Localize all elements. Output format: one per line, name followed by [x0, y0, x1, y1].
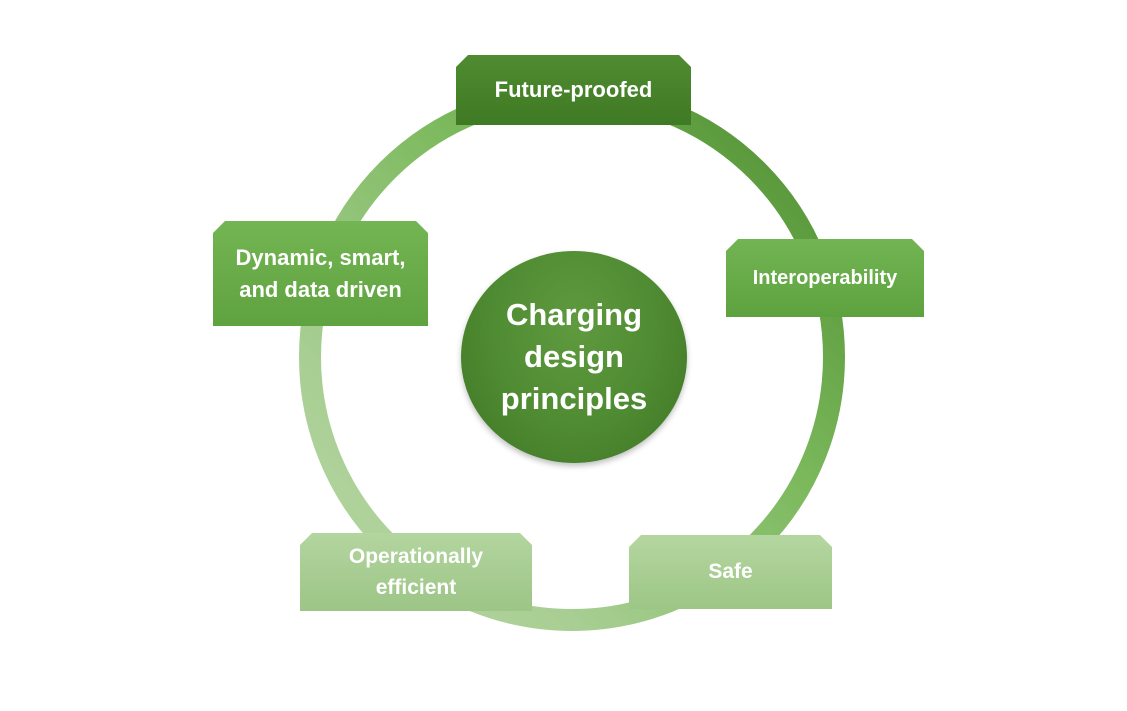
- node-dynamic-smart-data-driven: Dynamic, smart, and data driven: [213, 221, 428, 326]
- node-label: Dynamic, smart, and data driven: [235, 244, 406, 302]
- node-future-proofed: Future-proofed: [456, 55, 691, 125]
- node-interoperability: Interoperability: [726, 239, 924, 317]
- node-label: Future-proofed: [494, 77, 653, 102]
- node-operationally-efficient: Operationally efficient: [300, 533, 532, 611]
- node-label: Safe: [708, 560, 753, 583]
- center-hub: Charging design principles: [461, 251, 687, 463]
- center-title: Charging design principles: [500, 297, 648, 416]
- node-label: Interoperability: [752, 267, 898, 289]
- node-label: Operationally efficient: [348, 545, 484, 599]
- node-safe: Safe: [629, 535, 832, 609]
